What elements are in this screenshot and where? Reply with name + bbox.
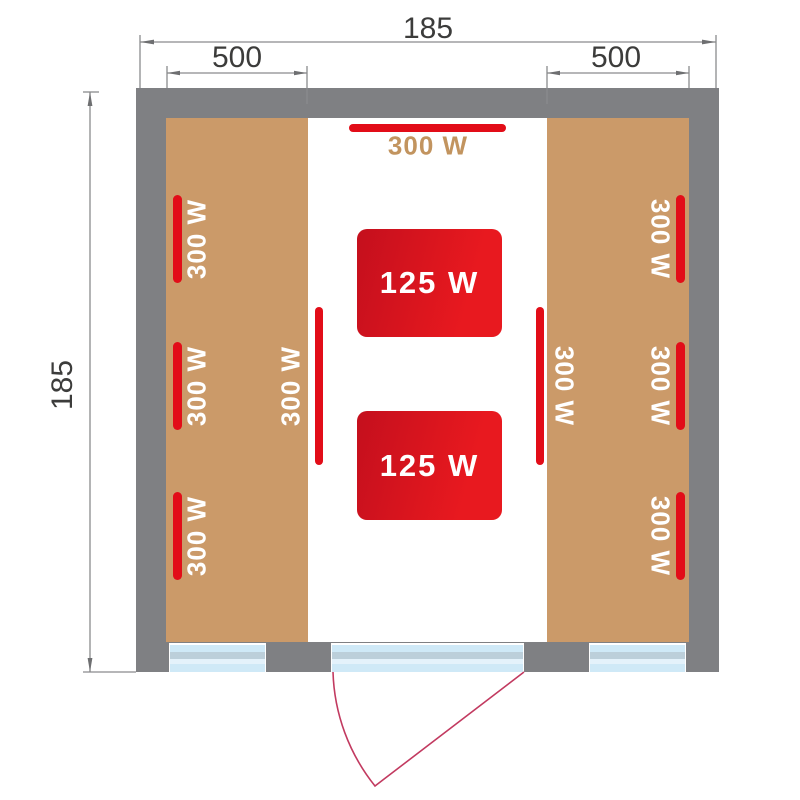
heater-bar-ceiling <box>349 124 506 132</box>
heater-bar-center-left <box>315 307 323 465</box>
dim-overall-height-line <box>83 91 136 673</box>
arrow-left-icon <box>167 70 180 76</box>
arrow-right-icon <box>702 39 716 45</box>
heater-bar-right-3 <box>676 492 685 580</box>
heater-bar-right-1 <box>676 195 685 283</box>
door-swing-arc <box>332 671 525 788</box>
floor-heater-2: 125 W <box>357 411 502 520</box>
bench-right <box>547 118 689 642</box>
floor-heater-1-label: 125 W <box>379 265 480 300</box>
heater-bar-left-3 <box>173 492 182 580</box>
heater-bar-right-2 <box>676 342 685 430</box>
glass-panel-right <box>589 643 686 672</box>
arrow-left-icon <box>547 70 560 76</box>
heater-bar-left-2 <box>173 342 182 430</box>
floor-heater-1: 125 W <box>357 229 502 337</box>
glass-panel-left <box>169 643 266 672</box>
arrow-left-icon <box>140 39 154 45</box>
arrow-right-icon <box>294 70 307 76</box>
glass-door-panel <box>331 643 524 672</box>
dim-bench-right-line <box>546 66 690 104</box>
dim-bench-left-label: 500 <box>211 41 263 74</box>
arrow-down-icon <box>87 658 93 672</box>
dim-overall-width-line <box>139 35 717 88</box>
arrow-up-icon <box>87 92 93 106</box>
arrow-right-icon <box>676 70 689 76</box>
dim-overall-width-label: 185 <box>402 12 454 45</box>
heater-bar-left-1 <box>173 195 182 283</box>
bench-left <box>166 118 308 642</box>
dim-bench-right-label: 500 <box>590 41 642 74</box>
heater-bar-center-right <box>536 307 544 465</box>
dim-bench-left-line <box>166 66 308 104</box>
floor-heater-2-label: 125 W <box>379 447 480 483</box>
ceiling-heater-label: 300 W <box>387 130 469 161</box>
